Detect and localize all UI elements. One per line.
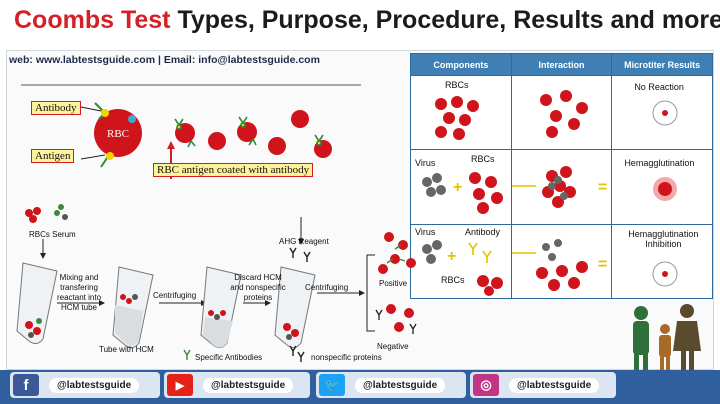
centrifuging-label-1: Centrifuging [153, 291, 197, 300]
social-facebook[interactable]: f @labtestsguide [10, 372, 160, 398]
svg-text:+: + [453, 179, 462, 196]
discard-label: Discard HCM and nonspecific proteins [230, 273, 286, 302]
tube-centrifuged [200, 266, 242, 349]
cell-components: RBCs [410, 75, 512, 151]
rbc-label: RBC [107, 128, 130, 140]
twitter-handle: @labtestsguide [355, 377, 446, 393]
antigen-label: Antigen [31, 149, 75, 163]
family-silhouette-icon [633, 304, 701, 371]
result-no-reaction: No Reaction [634, 82, 684, 93]
table-row: Virus RBCs + = Hemagglutination [410, 149, 713, 225]
coating-antibodies [174, 116, 324, 148]
tube-hcm-label: Tube with HCM [99, 345, 154, 354]
rbcs-serum-icon [25, 204, 68, 223]
instagram-handle: @labtestsguide [509, 377, 600, 393]
cell-result: No Reaction [611, 75, 713, 151]
svg-text:=: = [598, 256, 607, 273]
mixing-label: Mixing and transfering reactant into HCM… [56, 273, 102, 312]
virus-label: Virus [415, 226, 436, 237]
agglutination-icon: = [511, 166, 607, 209]
inhibition-icon: = [511, 238, 607, 291]
centrifuging-label-2: Centrifuging [305, 283, 349, 292]
contact-line: web: www.labtestsguide.com | Email: info… [9, 54, 320, 66]
positive-agglutination-icon [378, 232, 416, 274]
rbc-antibody-diagram [21, 84, 361, 179]
result-inhibition: Hemagglutination Inhibition [628, 228, 699, 249]
legend-specific-label: Specific Antibodies [195, 353, 263, 362]
cell-result: Hemagglutination [611, 149, 713, 225]
well-inhibition-icon [652, 261, 678, 287]
rbc-dispersed-icon [539, 90, 588, 139]
social-youtube[interactable]: ▶ @labtestsguide [164, 372, 310, 398]
procedure-diagram [16, 204, 417, 362]
tube-1 [16, 262, 58, 345]
legend-specific-icon [183, 349, 191, 360]
tube-hcm [112, 266, 154, 349]
cell-components: Virus Antibody RBCs + [410, 223, 512, 300]
table-row: Virus Antibody RBCs + = [410, 223, 713, 300]
legend-nonspecific-icon [289, 345, 305, 362]
well-hemagglutination-icon [653, 177, 678, 202]
rbcs-label: RBCs [441, 274, 465, 285]
facebook-icon: f [13, 374, 39, 396]
youtube-icon: ▶ [167, 374, 193, 396]
rbcs-serum-label: RBCs Serum [29, 230, 76, 239]
positive-label: Positive [379, 279, 408, 288]
cell-interaction [510, 75, 613, 151]
svg-text:+: + [447, 248, 456, 265]
svg-text:=: = [598, 179, 607, 196]
cell-interaction: = [510, 149, 613, 225]
instagram-icon: ◎ [473, 374, 499, 396]
facebook-handle: @labtestsguide [49, 377, 140, 393]
social-twitter[interactable]: 🐦 @labtestsguide [316, 372, 466, 398]
title-highlight: Coombs Test [14, 6, 171, 34]
virus-label: Virus [415, 158, 436, 169]
rbcs-label: RBCs [445, 80, 469, 91]
header-components: Components [410, 52, 512, 77]
negative-no-agglutination-icon [375, 304, 417, 334]
antigen-dot [128, 115, 136, 123]
rbc-cluster-icon [435, 96, 479, 141]
table-row: RBCs No Reaction [410, 75, 713, 151]
negative-label: Negative [377, 342, 409, 351]
infographic-panel: web: www.labtestsguide.com | Email: info… [6, 50, 714, 371]
hemagglutination-table: Components Interaction Microtiter Result… [410, 52, 713, 300]
twitter-icon: 🐦 [319, 374, 345, 396]
page-title: Coombs Test Types, Purpose, Procedure, R… [0, 0, 720, 44]
result-hemagglutination: Hemagglutination [624, 158, 695, 169]
well-no-reaction-icon [652, 100, 678, 126]
legend-nonspecific-label: nonspecific proteins [311, 353, 382, 362]
cell-result: Hemagglutination Inhibition [611, 223, 713, 300]
ahg-antibodies-icon [289, 247, 311, 262]
antibody-label: Antibody [31, 101, 81, 115]
rbcs-label: RBCs [471, 154, 495, 165]
social-instagram[interactable]: ◎ @labtestsguide [470, 372, 616, 398]
coated-label: RBC antigen coated with antibody [153, 163, 314, 177]
virus-plus-rbc-icon: + [422, 172, 503, 215]
virus-antibody-rbc-icon: + [422, 239, 503, 296]
antibody-label-cell: Antibody [465, 226, 501, 237]
cell-interaction: = [510, 223, 613, 300]
header-results: Microtiter Results [611, 52, 713, 77]
ahg-reagent-label: AHG Reagent [279, 237, 329, 246]
header-interaction: Interaction [510, 52, 613, 77]
title-rest: Types, Purpose, Procedure, Results and m… [170, 6, 720, 34]
small-rbcs [175, 110, 332, 158]
youtube-handle: @labtestsguide [203, 377, 294, 393]
cell-components: Virus RBCs + [410, 149, 512, 225]
